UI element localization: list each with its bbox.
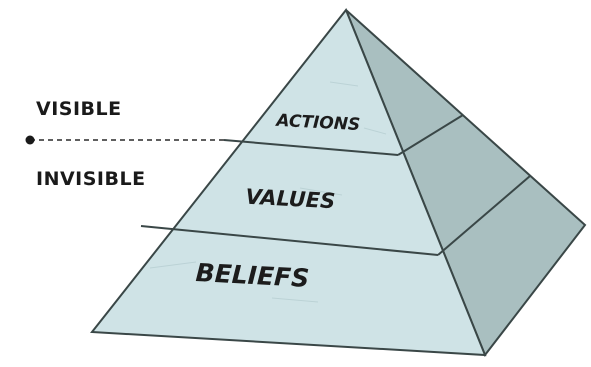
tier-divider-right-upper [397, 114, 464, 156]
visible-label: VISIBLE [36, 98, 122, 120]
tier-divider-values-beliefs [140, 225, 439, 256]
tier-divider-actions-values [223, 139, 399, 156]
texture-marks [149, 81, 387, 303]
layer-label-values: VALUES [245, 185, 336, 214]
layer-label-actions: ACTIONS [274, 111, 361, 135]
visibility-divider-dot [25, 135, 35, 145]
tier-divider-right-lower [437, 175, 531, 256]
invisible-label: INVISIBLE [36, 168, 146, 190]
layer-label-beliefs: BELIEFS [195, 258, 310, 293]
pyramid-front-face [90, 8, 487, 357]
